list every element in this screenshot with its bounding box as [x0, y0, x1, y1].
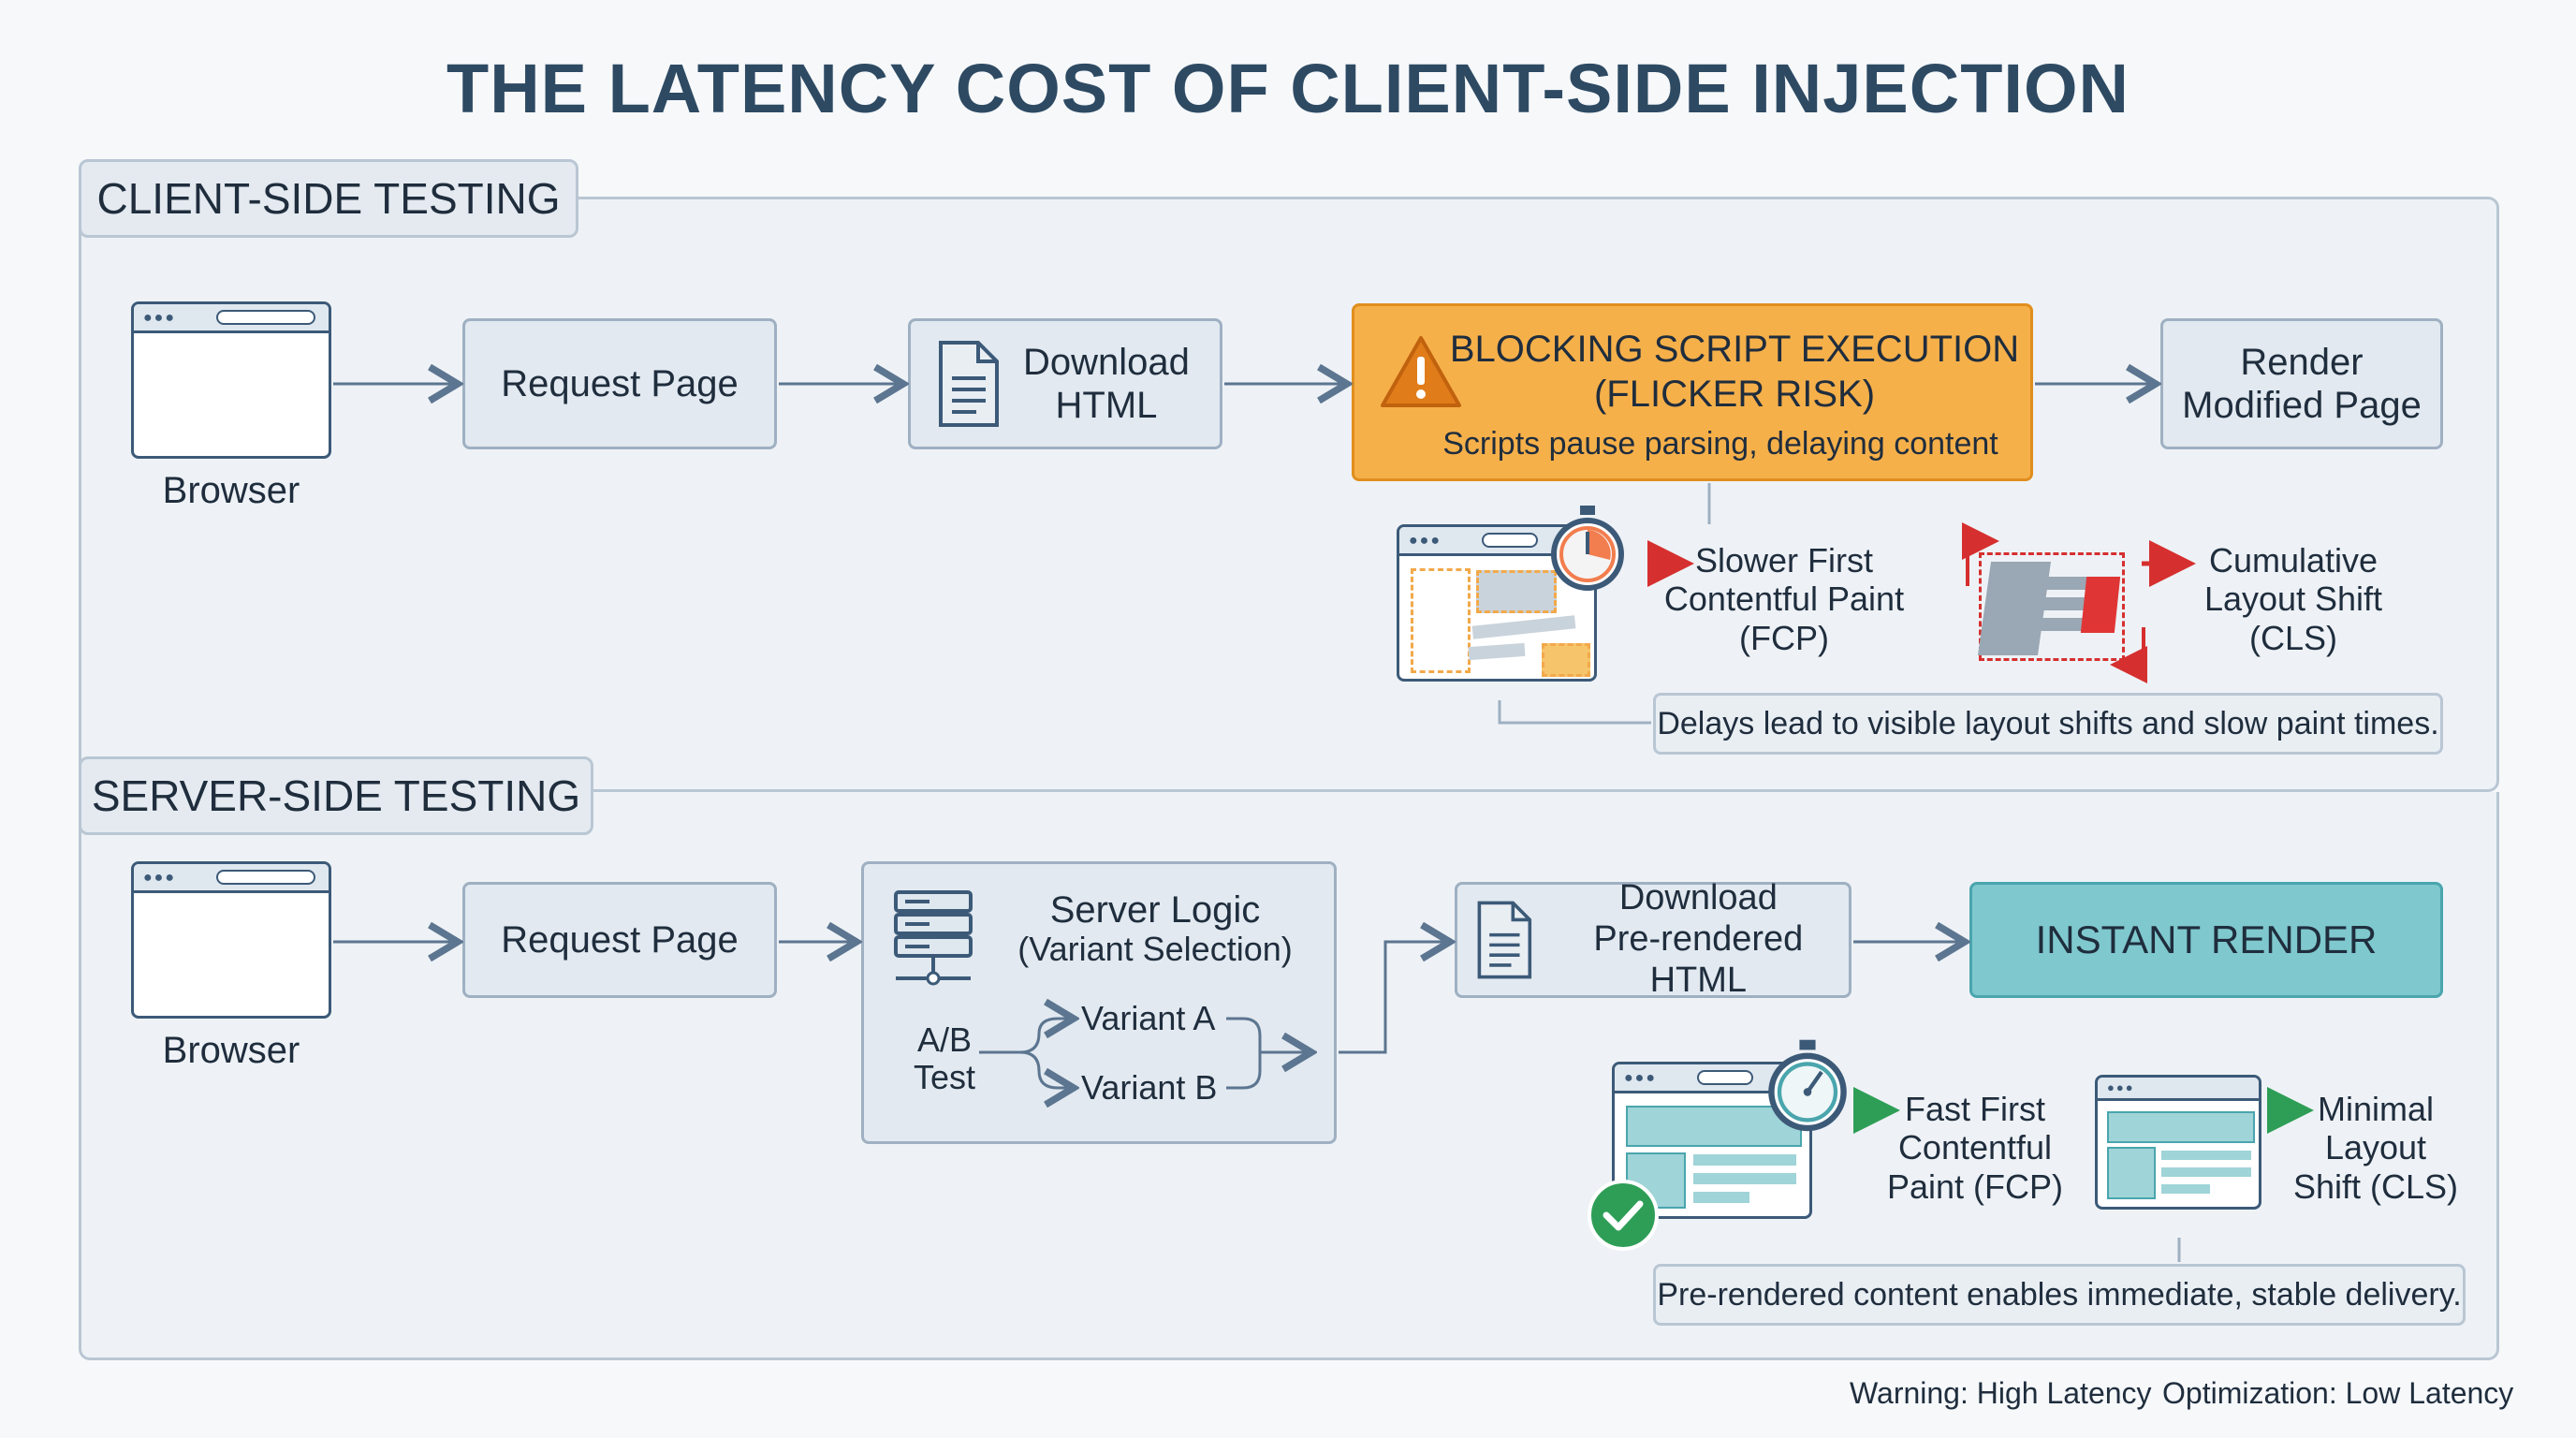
server-request-page: Request Page	[462, 882, 777, 998]
instant-render-box: INSTANT RENDER	[1969, 882, 2443, 998]
server-browser-icon: ●●●	[131, 861, 331, 1019]
variant-b-label: Variant B	[1081, 1068, 1218, 1107]
blocking-script-title: BLOCKING SCRIPT EXECUTION (FLICKER RISK)	[1449, 329, 2020, 415]
server-logic-box: Server Logic (Variant Selection) A/B Tes…	[861, 861, 1337, 1144]
ab-test-label: A/B Test	[913, 1020, 976, 1096]
check-circle-icon	[1588, 1180, 1659, 1251]
slower-fcp-label: Slower First Contentful Paint (FCP)	[1663, 541, 1905, 657]
fast-fcp-browser-icon: ●●●	[1612, 1062, 1812, 1219]
server-logic-title: Server Logic	[1049, 889, 1261, 931]
slow-fcp-browser-icon: ●●●	[1397, 524, 1597, 682]
minimal-shift-browser-icon: ●●●	[2095, 1075, 2261, 1210]
server-icon	[894, 890, 973, 986]
render-modified-page: Render Modified Page	[2160, 318, 2443, 449]
stopwatch-icon	[1551, 506, 1624, 591]
legend-optimization: Optimization: Low Latency	[2162, 1376, 2514, 1410]
client-request-page: Request Page	[462, 318, 777, 449]
server-section-label: SERVER-SIDE TESTING	[79, 756, 593, 835]
page-title: THE LATENCY COST OF CLIENT-SIDE INJECTIO…	[446, 50, 2130, 127]
legend-warning: Warning: High Latency	[1850, 1376, 2152, 1410]
layout-shift-icon	[1962, 534, 2130, 665]
client-browser-label: Browser	[162, 470, 300, 511]
cls-label: Cumulative Layout Shift (CLS)	[2203, 541, 2383, 657]
server-browser-label: Browser	[162, 1030, 300, 1071]
client-download-html: Download HTML	[908, 318, 1222, 449]
server-note: Pre-rendered content enables immediate, …	[1653, 1264, 2466, 1326]
client-browser-icon: ●●●	[131, 301, 331, 459]
blocking-script-box: BLOCKING SCRIPT EXECUTION (FLICKER RISK)…	[1352, 303, 2033, 481]
fast-fcp-label: Fast First Contentful Paint (FCP)	[1886, 1090, 2064, 1206]
warning-triangle-icon	[1381, 336, 1461, 407]
blocking-script-subtitle: Scripts pause parsing, delaying content	[1442, 426, 1998, 462]
document-icon	[1477, 901, 1532, 979]
download-prerendered-label: Download Pre-rendered HTML	[1593, 878, 1804, 1000]
stopwatch-icon	[1768, 1039, 1847, 1132]
document-icon	[939, 341, 999, 427]
minimal-cls-label: Minimal Layout Shift (CLS)	[2292, 1090, 2459, 1206]
client-download-html-label: Download HTML	[1023, 342, 1190, 426]
download-prerendered-box: Download Pre-rendered HTML	[1455, 878, 1852, 1000]
client-section-label: CLIENT-SIDE TESTING	[79, 159, 578, 238]
client-note: Delays lead to visible layout shifts and…	[1653, 693, 2443, 755]
variant-a-label: Variant A	[1081, 999, 1216, 1037]
server-logic-subtitle: (Variant Selection)	[1017, 930, 1293, 968]
